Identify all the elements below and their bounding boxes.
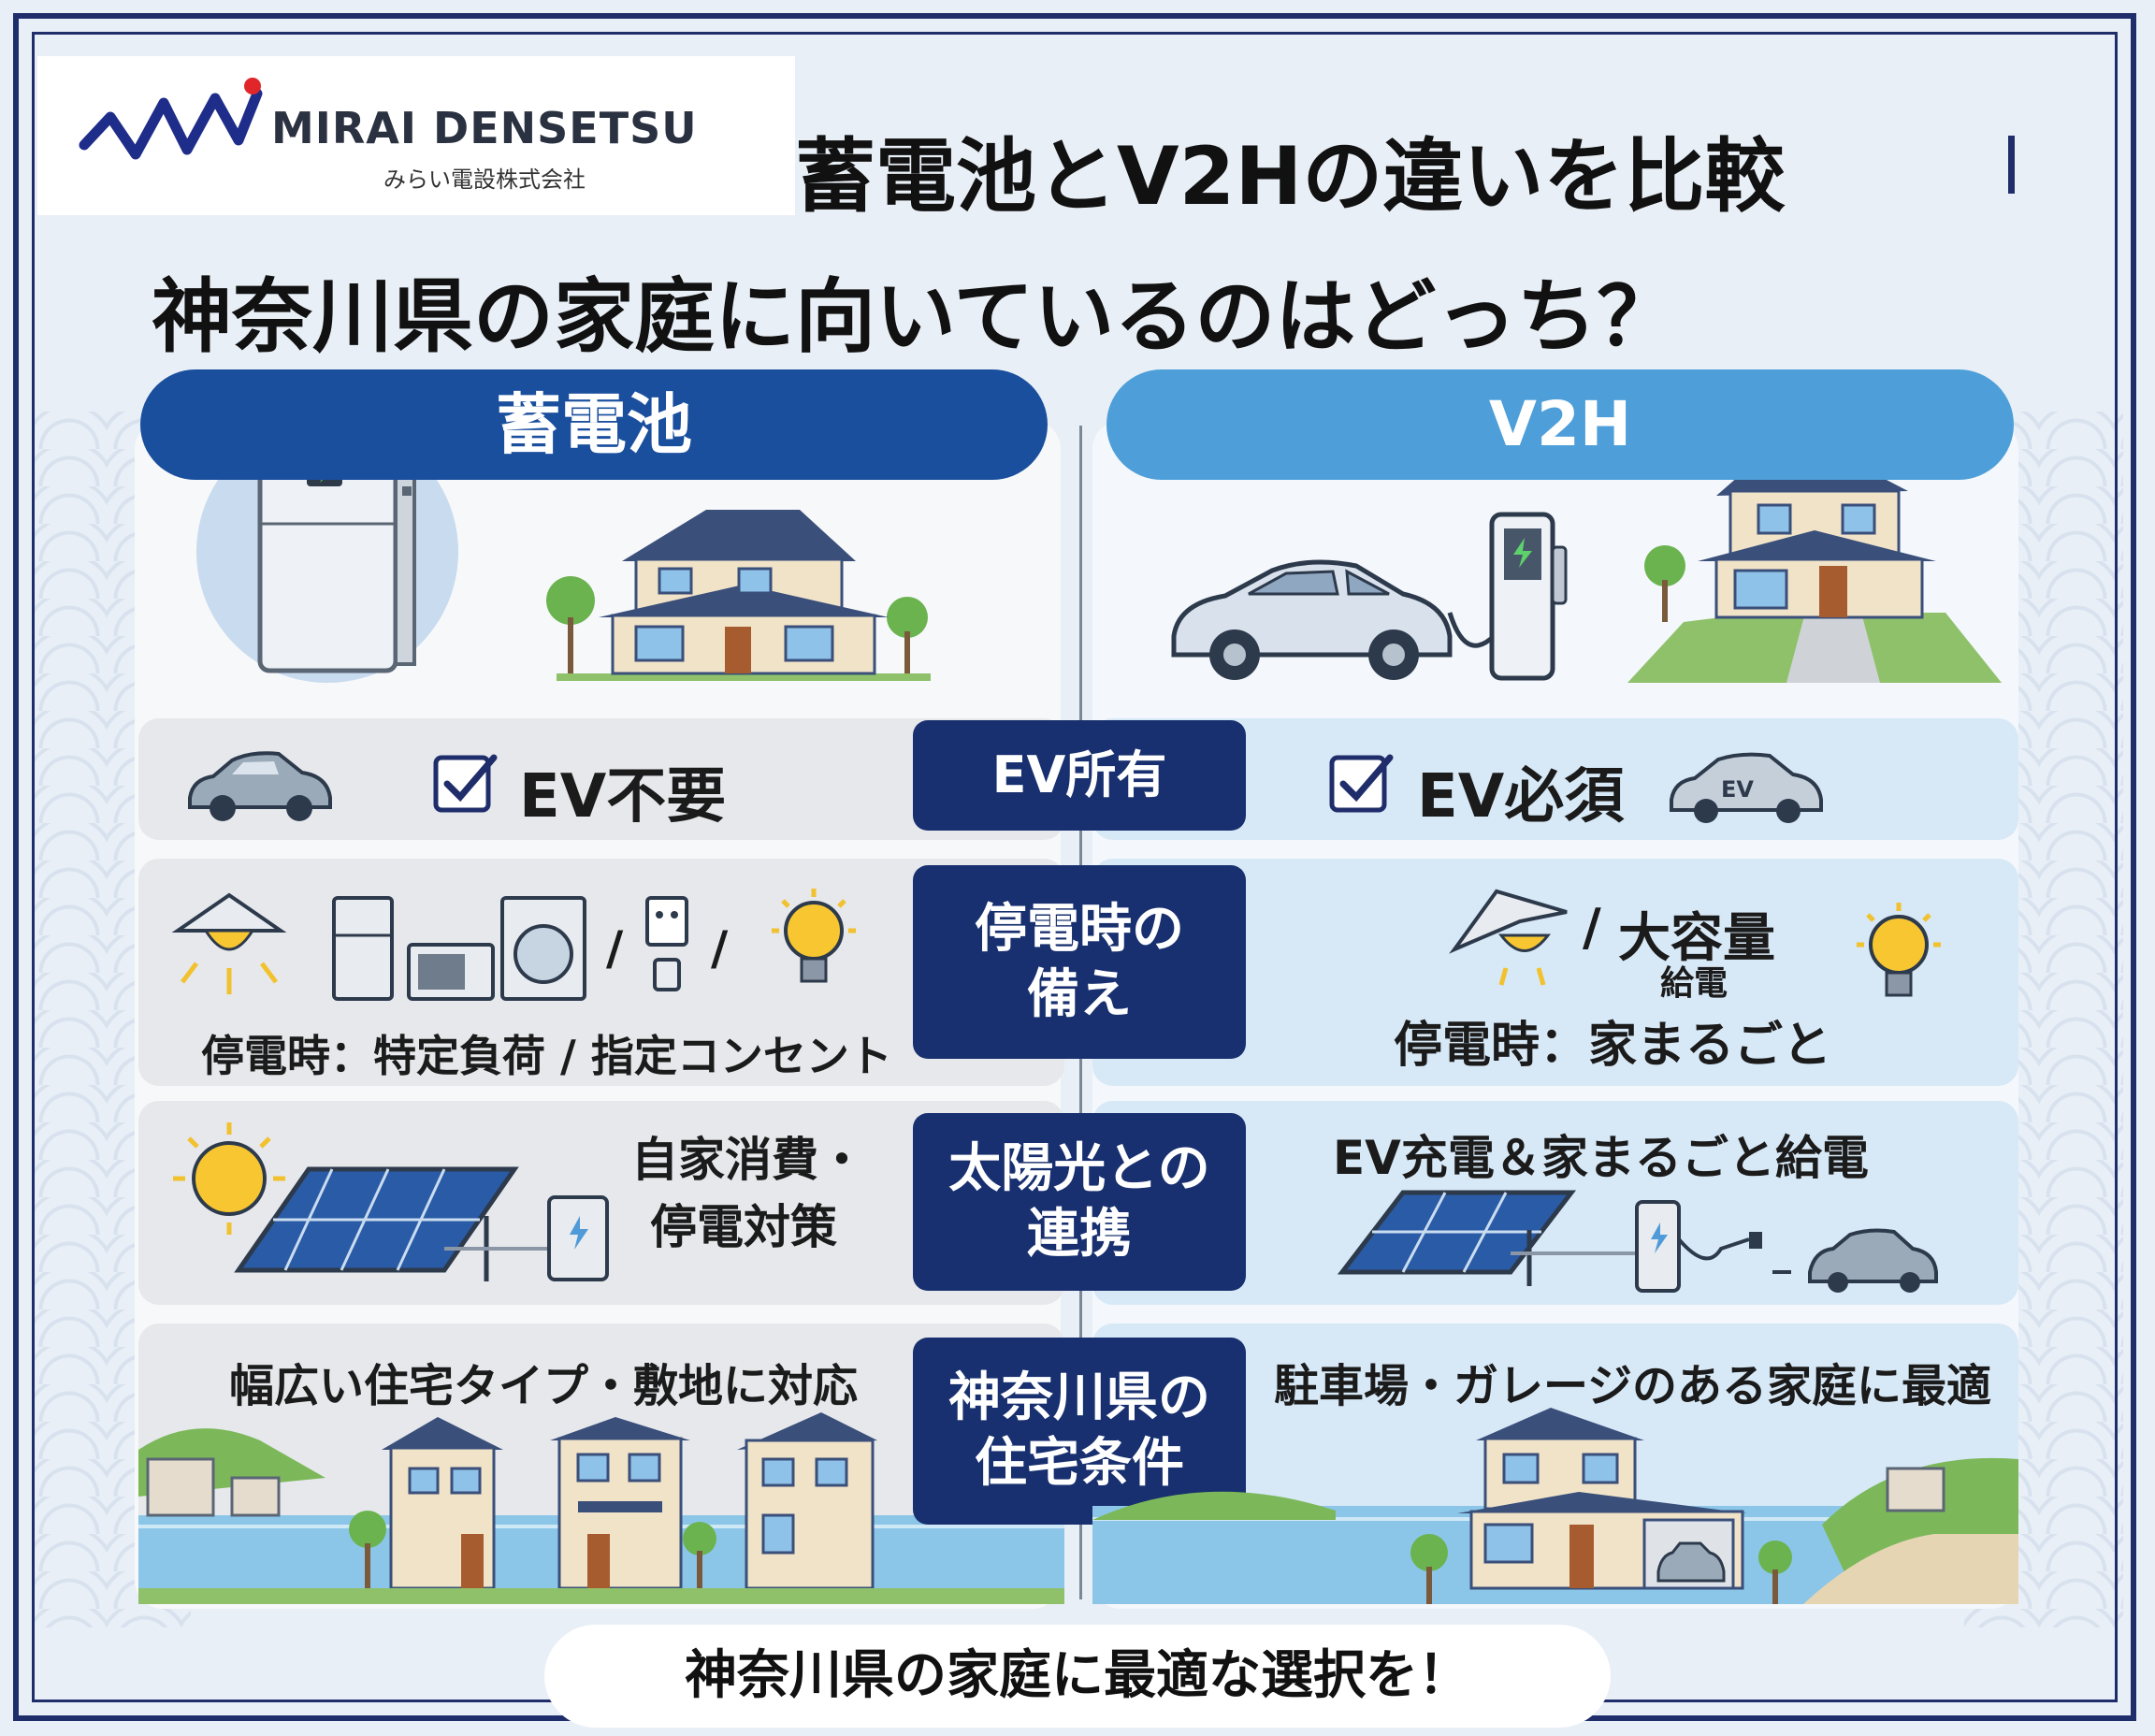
lightbulb-icon-right <box>1857 903 1941 997</box>
solar-left-line1: 自家消費・ <box>631 1133 865 1187</box>
solar-panel-icon-left <box>234 1166 609 1281</box>
houses-coast-illustration-left <box>138 1412 1064 1604</box>
lightbulb-icon-left <box>772 889 856 983</box>
house-garage-coast-illustration-right <box>1092 1408 2018 1604</box>
solar-left-line2: 停電対策 <box>650 1200 837 1254</box>
ev-car-illustration <box>1171 559 1453 680</box>
page-title-line1: 蓄電池とV2Hの違いを比較 <box>795 130 1786 224</box>
logo-wave-icon <box>79 78 263 160</box>
house-illustration-left <box>546 510 931 681</box>
title-accent-bar <box>2008 136 2015 194</box>
sun-icon <box>173 1122 285 1235</box>
appliances-icon <box>332 896 586 1001</box>
logo-name: MIRAI DENSETSU <box>271 103 698 153</box>
logo-panel <box>37 56 795 215</box>
row-ev-right <box>1092 718 2018 840</box>
column-header-battery: 蓄電池 <box>140 369 1048 480</box>
outage-right-capacity: 大容量 <box>1618 908 1775 969</box>
outage-right-supply: 給電 <box>1660 964 1728 1003</box>
solar-right-label: EV充電＆家まるごと給電 <box>1333 1131 1869 1185</box>
outage-right-label: 停電時：家まるごと <box>1394 1018 1832 1074</box>
outage-slash-1: / <box>606 921 624 976</box>
outlet-icon <box>645 896 688 991</box>
outage-slash-2: / <box>711 921 729 976</box>
solar-center-label: 太陽光との 連携 <box>913 1113 1246 1291</box>
v2h-charger-illustration <box>1447 512 1568 681</box>
outage-right-slash: / <box>1583 898 1601 957</box>
battery-illustration <box>196 421 458 683</box>
row-outage-left <box>138 859 1064 1086</box>
ceiling-light-icon <box>171 892 287 994</box>
ev-car-icon: EV <box>1670 752 1823 823</box>
housing-left-label: 幅広い住宅タイプ・敷地に対応 <box>229 1360 859 1412</box>
outage-left-label: 停電時：特定負荷 / 指定コンセント <box>201 1031 892 1081</box>
column-header-v2h: V2H <box>1106 369 2014 480</box>
outage-center-label: 停電時の 備え <box>913 865 1246 1059</box>
ev-right-label: EV必須 <box>1417 762 1625 832</box>
row-outage-right <box>1092 859 2018 1086</box>
housing-right-label: 駐車場・ガレージのある家庭に最適 <box>1274 1360 1992 1412</box>
solar-charging-icon-right <box>1337 1190 1938 1293</box>
ev-badge: EV <box>1721 776 1754 803</box>
ceiling-light-icon-right <box>1449 889 1568 986</box>
ev-center-label: EV所有 <box>913 720 1246 831</box>
page-title-line2: 神奈川県の家庭に向いているのはどっち？ <box>152 270 1678 364</box>
checkbox-icon-right <box>1329 754 1394 813</box>
logo-subtitle: みらい電設株式会社 <box>383 166 586 193</box>
car-icon <box>188 751 332 821</box>
footer-message: 神奈川県の家庭に最適な選択を！ <box>544 1625 1611 1728</box>
ev-left-label: EV不要 <box>519 762 727 832</box>
checkbox-icon-left <box>433 754 498 813</box>
